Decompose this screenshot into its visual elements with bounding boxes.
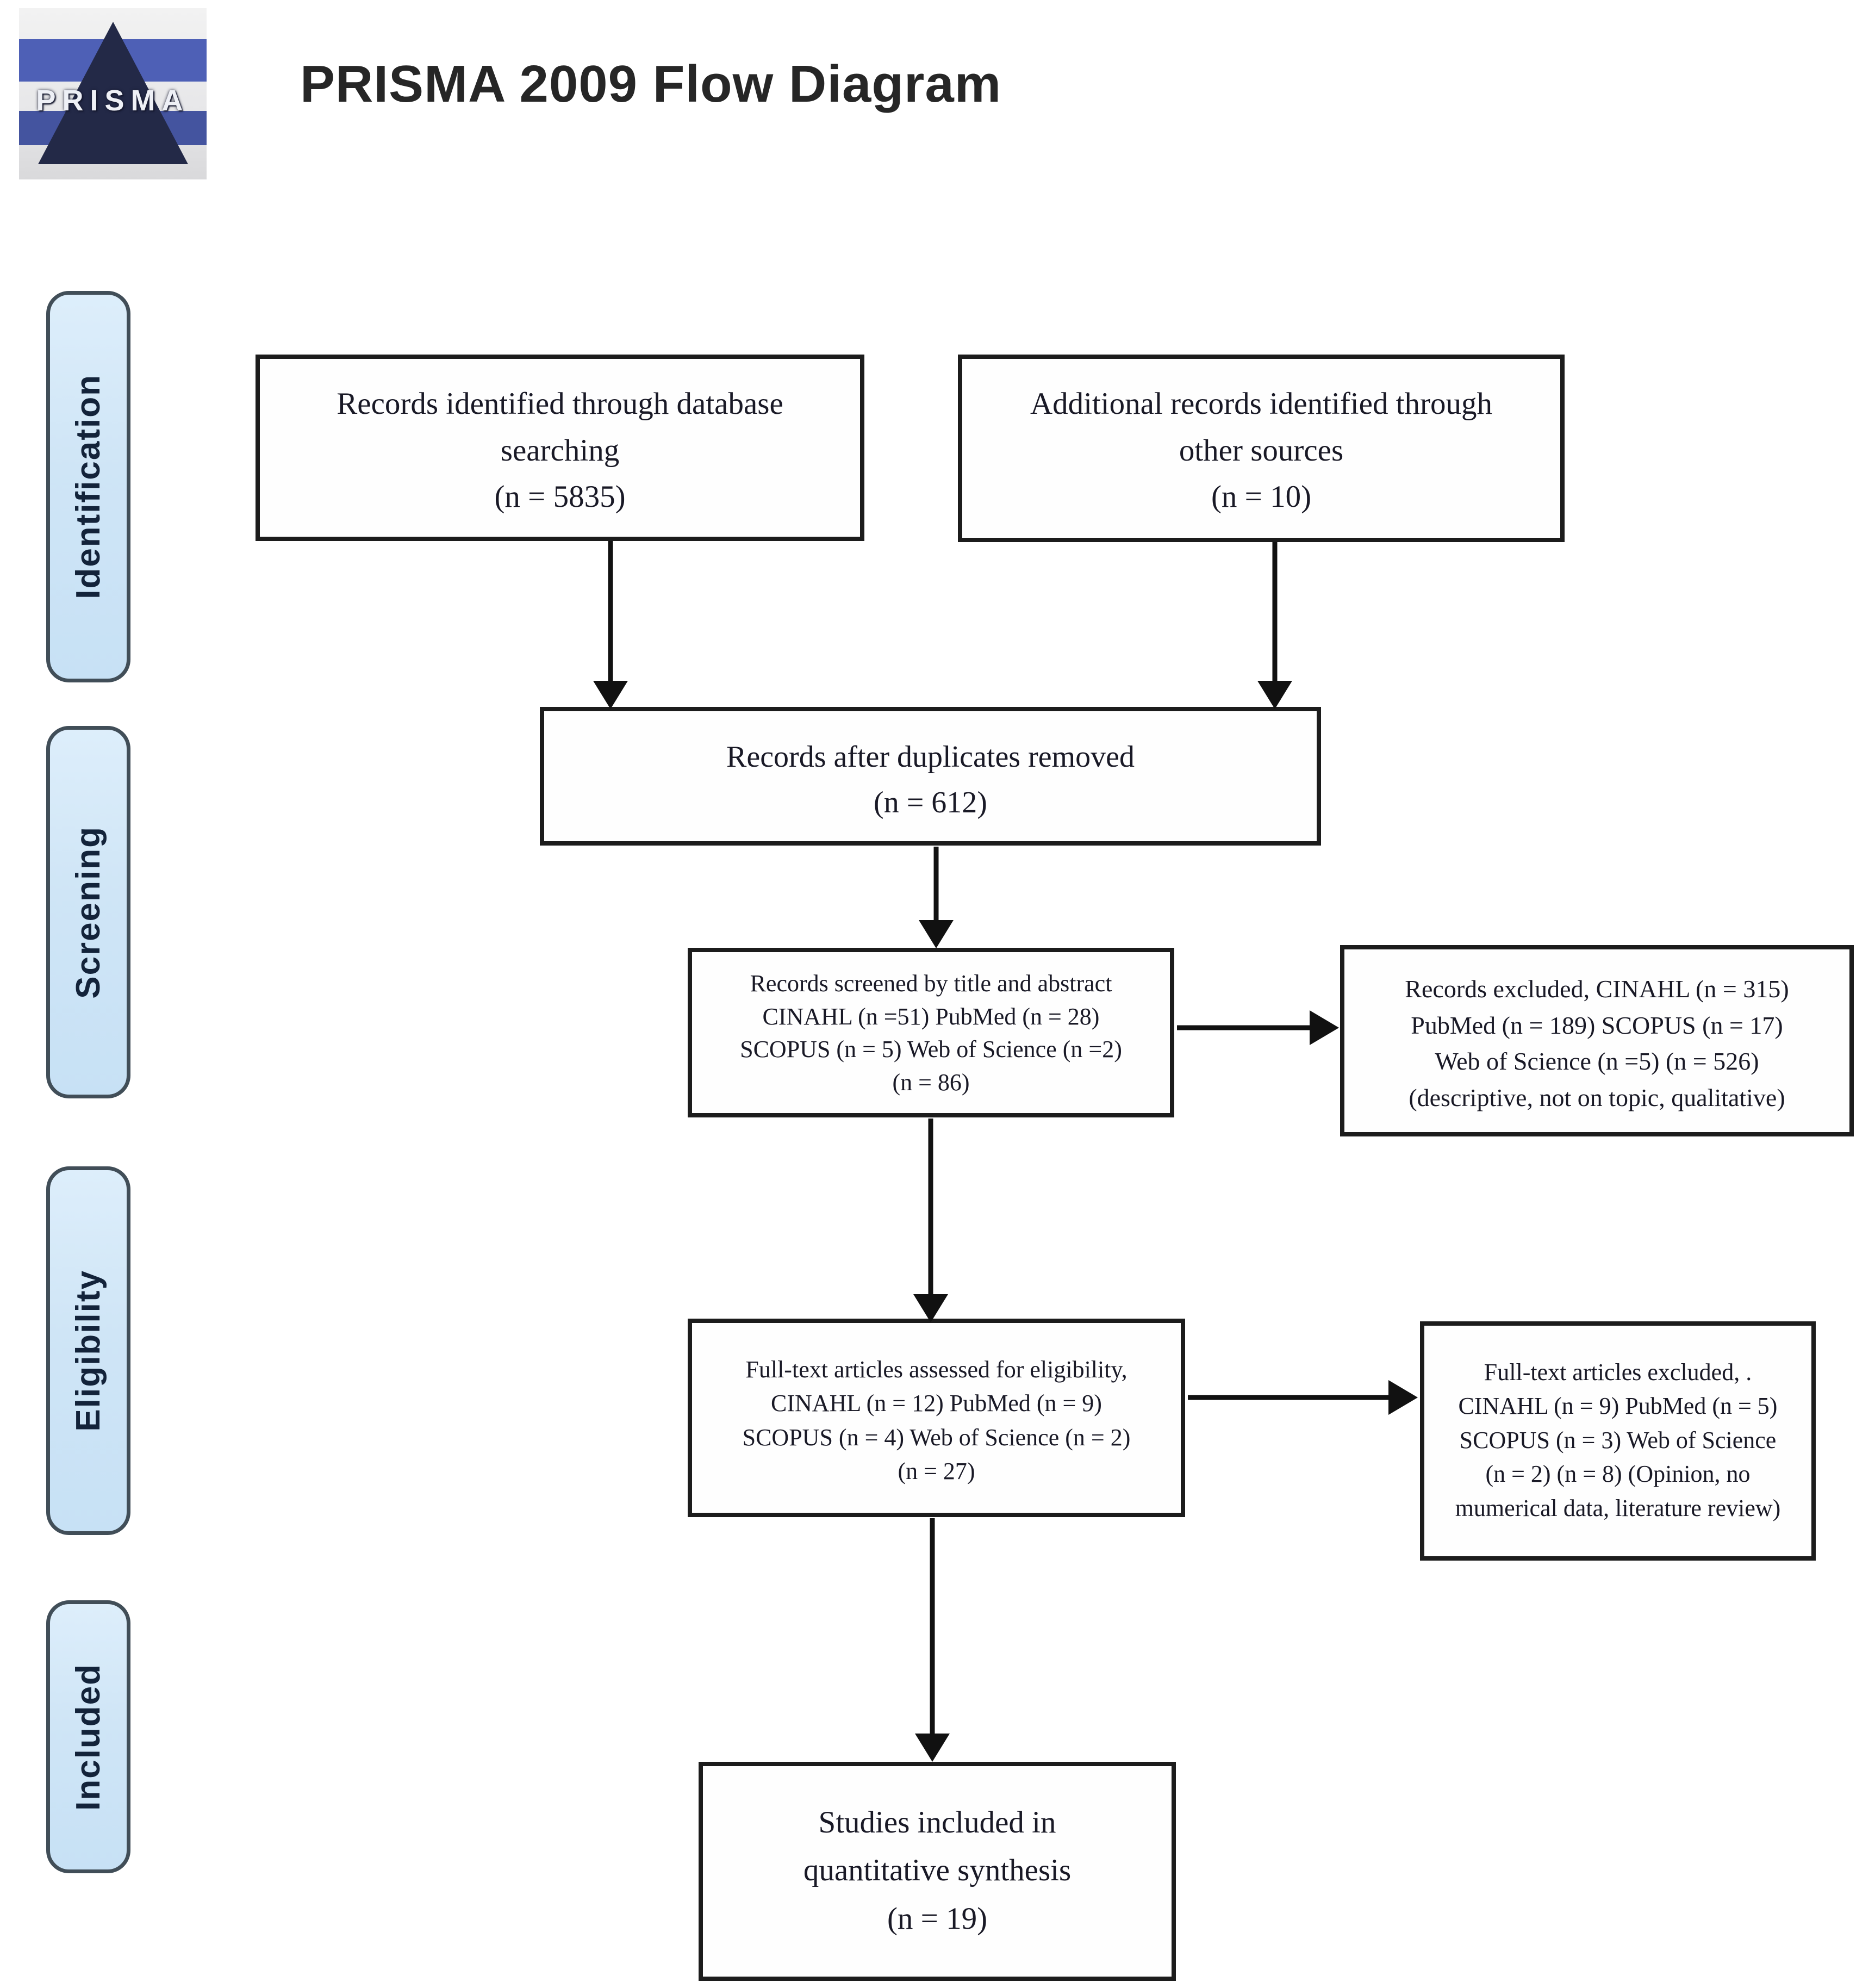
stage-label: Eligibility xyxy=(70,1270,107,1432)
box-records-excluded: Records excluded, CINAHL (n = 315)PubMed… xyxy=(1340,945,1854,1136)
arrow-identified-to-duplicates xyxy=(593,541,628,709)
box-fulltext-assessed: Full-text articles assessed for eligibil… xyxy=(688,1319,1185,1517)
arrow-fulltext-to-excluded xyxy=(1188,1380,1418,1415)
arrow-additional-to-duplicates xyxy=(1257,542,1292,709)
box-duplicates-removed: Records after duplicates removed(n = 612… xyxy=(540,707,1321,846)
stage-included: Included xyxy=(46,1600,130,1873)
arrow-screened-to-excluded xyxy=(1177,1010,1339,1045)
stage-label: Included xyxy=(70,1663,107,1811)
stage-label: Identification xyxy=(70,374,107,599)
stage-label: Screening xyxy=(70,825,107,999)
pyramid-icon xyxy=(38,22,188,165)
page-title: PRISMA 2009 Flow Diagram xyxy=(300,55,1002,113)
box-fulltext-excluded: Full-text articles excluded, .CINAHL (n … xyxy=(1420,1321,1816,1561)
arrow-fulltext-to-studies xyxy=(915,1518,950,1762)
stage-eligibility: Eligibility xyxy=(46,1166,130,1535)
stage-identification: Identification xyxy=(46,291,130,682)
arrow-duplicates-to-screened xyxy=(919,847,954,948)
logo-wordmark: PRISMA xyxy=(36,84,190,117)
stage-screening: Screening xyxy=(46,726,130,1098)
prisma-logo: PRISMA xyxy=(19,8,207,179)
arrow-screened-to-fulltext xyxy=(913,1119,948,1322)
